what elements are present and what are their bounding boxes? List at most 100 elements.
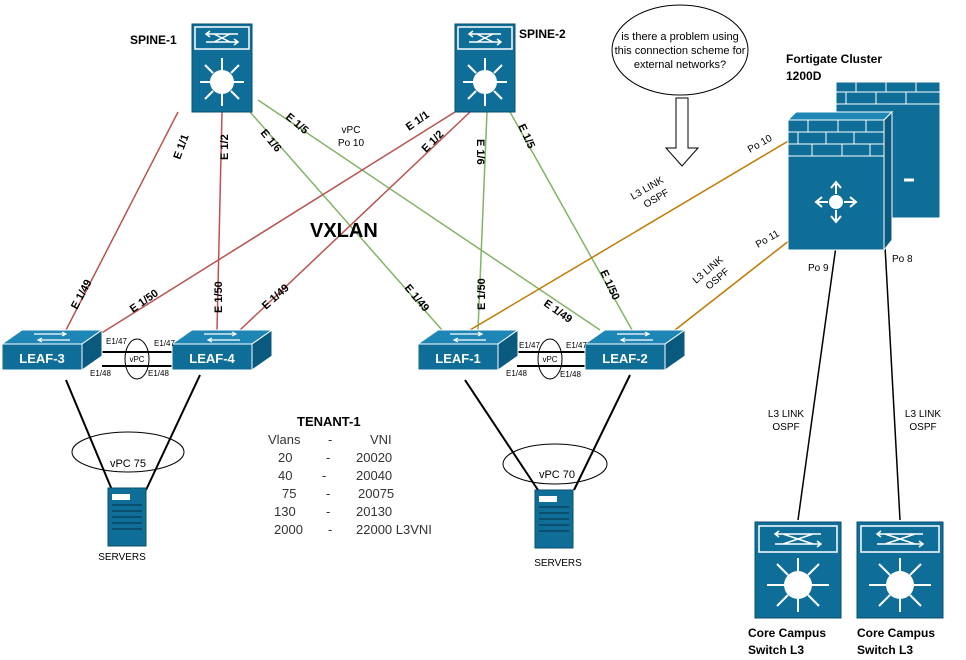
port-l2-e150: E 1/50 <box>597 268 621 302</box>
pl-right-e147b: E1/47 <box>566 341 587 350</box>
tenant-row-dash: - <box>322 468 326 483</box>
po8-label: Po 8 <box>892 254 913 265</box>
spine1-switch-icon <box>191 23 253 113</box>
vpc-ellipse-left <box>124 338 150 380</box>
core-switch-2-icon <box>856 521 944 619</box>
pl-right-e148b: E1/48 <box>560 370 581 379</box>
port-l4-e149: E 1/49 <box>260 282 292 312</box>
fortigate-label-line2: 1200D <box>786 69 822 83</box>
vpc70-label: vPC 70 <box>539 469 575 481</box>
tenant-row-vni: 22000 L3VNI <box>356 522 432 537</box>
spine1-label: SPINE-1 <box>130 33 177 47</box>
link-leaf3-server <box>65 379 113 491</box>
link-spine2-leaf3 <box>99 111 456 335</box>
tenant-row-vlan: 75 <box>282 486 296 501</box>
vpc75-label: vPC 75 <box>110 458 146 470</box>
port-s2-e15: E 1/5 <box>515 122 537 150</box>
fortigate-firewall-icon <box>786 81 941 252</box>
port-s1-e11: E 1/1 <box>172 133 192 161</box>
l3link-d-line2: OSPF <box>909 422 936 433</box>
link-fortigate-core2 <box>884 245 901 521</box>
core1-label-line1: Core Campus <box>748 626 826 640</box>
core2-label-line1: Core Campus <box>857 626 935 640</box>
vpc70-ellipse <box>502 443 608 485</box>
callout-line-3: external networks? <box>634 59 726 71</box>
pl-right-e148a: E1/48 <box>506 369 527 378</box>
link-fortigate-leaf2 <box>674 239 791 331</box>
callout-line-2: this connection scheme for <box>615 45 746 57</box>
pl-left-vpc: vPC <box>129 355 144 364</box>
servers-left-label: SERVERS <box>98 552 146 563</box>
fortigate-label-line1: Fortigate Cluster <box>786 52 882 66</box>
links <box>65 99 901 521</box>
down-arrow-icon <box>664 97 700 167</box>
tenant-row-dash: - <box>328 522 332 537</box>
leaf1-switch: LEAF-1 <box>417 329 519 371</box>
pl-left-e147a: E1/47 <box>106 337 127 346</box>
port-s2-e16: E 1/6 <box>474 139 486 165</box>
link-spine1-leaf2 <box>257 99 601 331</box>
tenant-row-vni: 20040 <box>356 468 392 483</box>
core-switch-1-icon <box>754 521 842 619</box>
tenant-header-dash: - <box>328 432 332 447</box>
tenant-title: TENANT-1 <box>297 414 361 429</box>
tenant-header-vni: VNI <box>370 432 392 447</box>
servers-right-label: SERVERS <box>534 558 582 569</box>
core1-label-line2: Switch L3 <box>748 643 804 657</box>
vpc-ellipse-right <box>537 338 563 380</box>
tenant-row-dash: - <box>326 504 330 519</box>
po9-label: Po 9 <box>808 263 829 274</box>
link-spine2-leaf4 <box>239 111 471 331</box>
leaf3-label: LEAF-3 <box>19 351 65 366</box>
tenant-row-vlan: 130 <box>274 504 296 519</box>
question-callout: is there a problem using this connection… <box>611 4 749 167</box>
pl-left-e148a: E1/48 <box>90 369 111 378</box>
tenant-row-vni: 20020 <box>356 450 392 465</box>
peer-labels-right: E1/47 E1/47 E1/48 E1/48 vPC vPC 70 <box>506 341 587 481</box>
leaf1-label: LEAF-1 <box>435 351 481 366</box>
core2-label-line2: Switch L3 <box>857 643 913 657</box>
link-spine1-leaf4 <box>216 111 223 331</box>
tenant-row-vni: 20130 <box>356 504 392 519</box>
tenant-row-vlan: 20 <box>278 450 292 465</box>
server-right-icon <box>534 489 574 549</box>
leaf4-switch: LEAF-4 <box>171 329 273 371</box>
tenant-row-vni: 20075 <box>358 486 394 501</box>
link-fortigate-core1 <box>797 245 837 521</box>
vpc-po10-line2: Po 10 <box>338 138 365 149</box>
port-l3-e150: E 1/50 <box>128 287 161 315</box>
tenant-row-dash: - <box>326 486 330 501</box>
port-l3-e149: E 1/49 <box>69 278 95 312</box>
tenant-row-dash: - <box>326 450 330 465</box>
leaf2-switch: LEAF-2 <box>584 329 686 371</box>
tenant-row-vlan: 40 <box>278 468 292 483</box>
po11-label: Po 11 <box>754 228 782 250</box>
link-leaf1-server <box>464 379 539 491</box>
link-fortigate-leaf1 <box>469 139 791 331</box>
tenant-row-vlan: 2000 <box>274 522 303 537</box>
link-spine2-leaf2 <box>509 111 633 331</box>
pl-right-vpc: vPC <box>542 355 557 364</box>
port-s1-e12: E 1/2 <box>219 134 231 160</box>
vpc75-ellipse <box>71 431 185 473</box>
tenant-table: TENANT-1 Vlans - VNI 20 - 20020 40 - 200… <box>268 414 432 537</box>
link-spine1-leaf3 <box>65 111 179 331</box>
link-leaf2-server <box>573 374 631 491</box>
port-l4-e150: E 1/50 <box>213 281 225 313</box>
leaf4-label: LEAF-4 <box>189 351 235 366</box>
spine2-switch-icon <box>454 23 516 113</box>
pl-left-e147b: E1/47 <box>154 339 175 348</box>
spine2-label: SPINE-2 <box>519 27 566 41</box>
link-spine1-leaf1 <box>249 111 443 331</box>
vxlan-label: VXLAN <box>310 220 378 242</box>
leaf3-switch: LEAF-3 <box>1 329 103 371</box>
leaf2-label: LEAF-2 <box>602 351 648 366</box>
port-s1-e16: E 1/6 <box>258 127 284 154</box>
pl-right-e147a: E1/47 <box>519 341 540 350</box>
l3link-c-line2: OSPF <box>772 422 799 433</box>
l3link-c-line1: L3 LINK <box>768 409 804 420</box>
link-spine2-leaf1 <box>477 111 488 331</box>
peer-labels-left: E1/47 E1/47 E1/48 E1/48 vPC vPC 75 <box>90 337 175 470</box>
callout-line-1: is there a problem using <box>621 31 738 43</box>
